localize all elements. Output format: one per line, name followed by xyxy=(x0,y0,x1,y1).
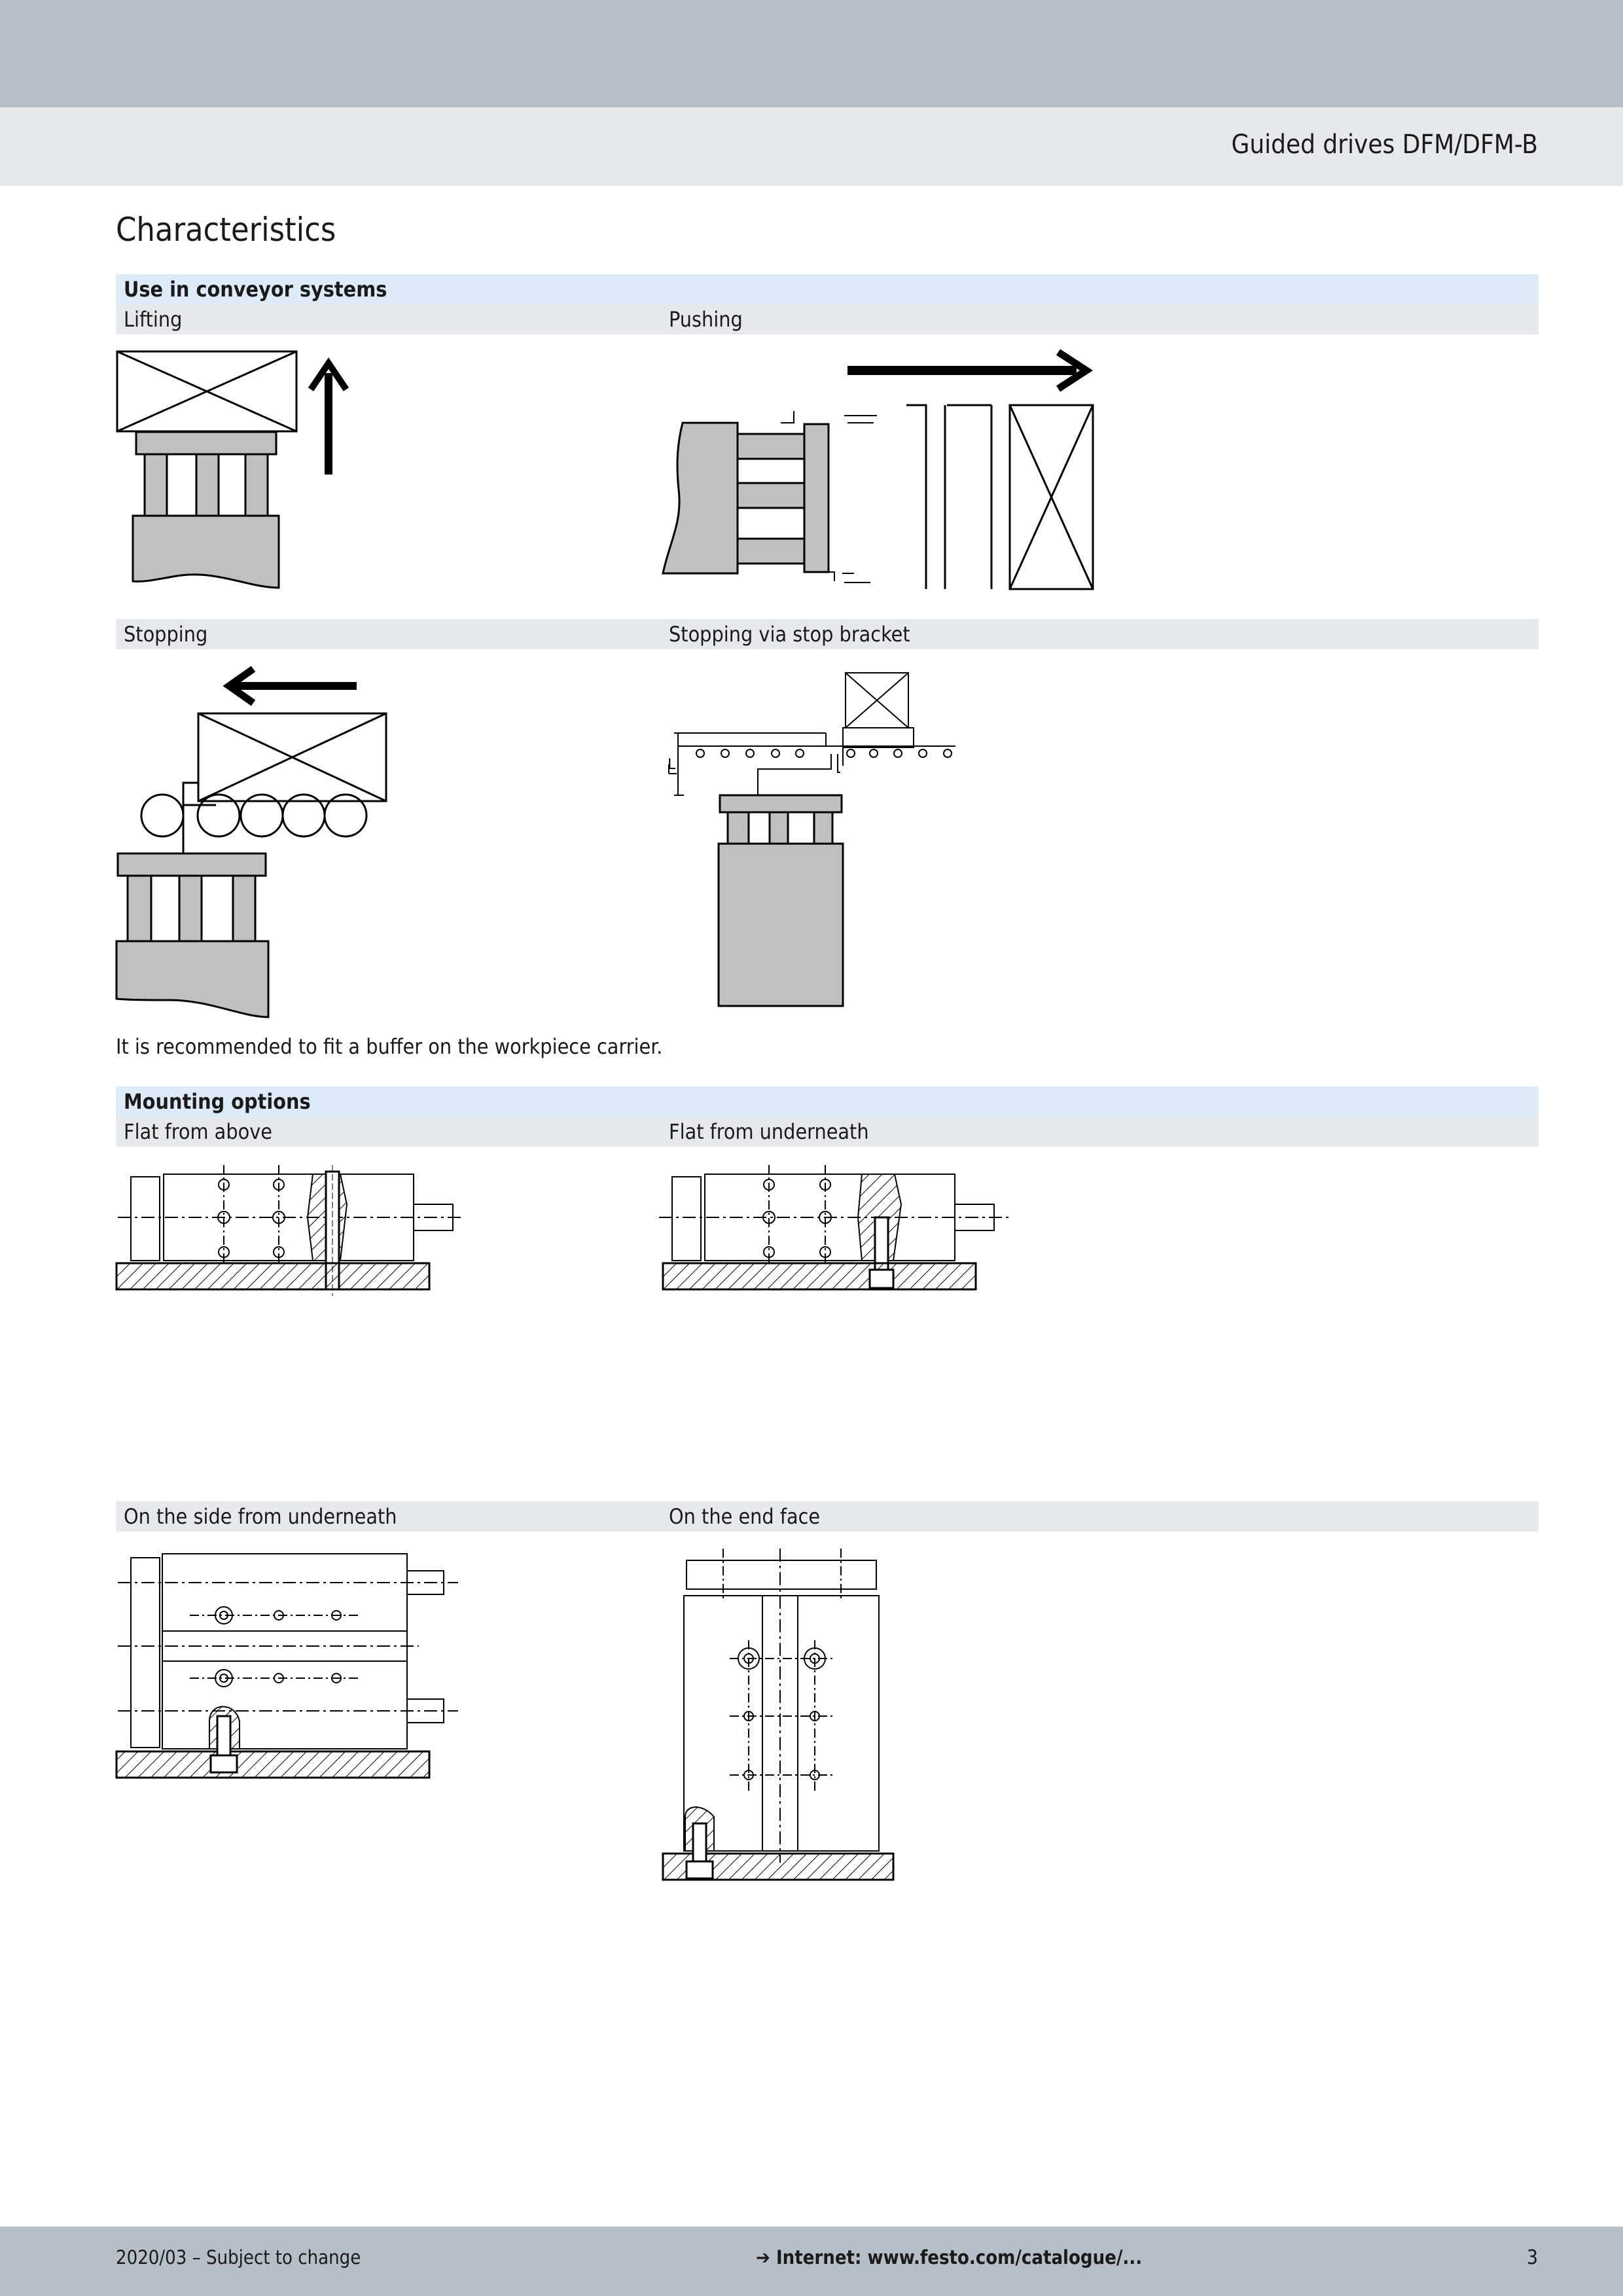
subheading-lifting: Lifting xyxy=(124,307,183,332)
flat-above-diagram xyxy=(115,1165,465,1296)
footer-catalogue-link[interactable]: ➔ Internet: www.festo.com/catalogue/... xyxy=(756,2246,1142,2269)
top-band xyxy=(0,0,1623,107)
subheading-end-face: On the end face xyxy=(669,1504,821,1529)
dimension-label-l: L xyxy=(668,757,676,773)
section-header-conveyor: Use in conveyor systems xyxy=(116,274,1539,304)
subheading-row: Lifting Pushing xyxy=(116,304,1539,334)
footer-link-text[interactable]: Internet: www.festo.com/catalogue/... xyxy=(776,2246,1143,2269)
subheading-stopping: Stopping xyxy=(124,622,208,647)
page-number: 3 xyxy=(1526,2246,1538,2269)
stop-bracket-diagram: L xyxy=(668,672,955,1007)
page-title: Characteristics xyxy=(116,211,336,249)
pushing-diagram xyxy=(662,349,1094,590)
conveyor-note: It is recommended to fit a buffer on the… xyxy=(116,1034,663,1059)
subheading-flat-above: Flat from above xyxy=(124,1119,272,1144)
subheading-row: Stopping Stopping via stop bracket xyxy=(116,619,1539,649)
subheading-row: Flat from above Flat from underneath xyxy=(116,1117,1539,1147)
section-title: Use in conveyor systems xyxy=(124,277,387,302)
section-header-mounting: Mounting options xyxy=(116,1086,1539,1117)
document-title: Guided drives DFM/DFM-B xyxy=(1231,130,1538,160)
lifting-diagram xyxy=(116,350,349,589)
subheading-stop-bracket: Stopping via stop bracket xyxy=(669,622,910,647)
footer-band xyxy=(0,2227,1623,2296)
stopping-diagram xyxy=(115,666,387,1018)
side-underneath-diagram xyxy=(115,1553,458,1779)
end-face-diagram xyxy=(662,1549,895,1881)
header-band xyxy=(0,107,1623,186)
subheading-side-underneath: On the side from underneath xyxy=(124,1504,397,1529)
section-title: Mounting options xyxy=(124,1089,311,1114)
subheading-flat-underneath: Flat from underneath xyxy=(669,1119,869,1144)
subheading-row: On the side from underneath On the end f… xyxy=(116,1501,1539,1532)
arrow-right-icon: ➔ xyxy=(756,2246,770,2269)
flat-underneath-diagram xyxy=(659,1165,1011,1291)
footer-date: 2020/03 – Subject to change xyxy=(116,2246,361,2269)
subheading-pushing: Pushing xyxy=(669,307,743,332)
